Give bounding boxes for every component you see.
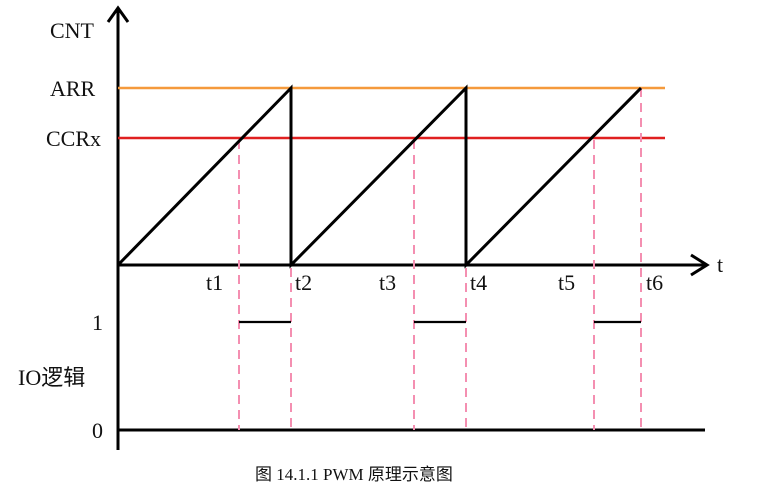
time-label-t5: t5	[558, 270, 575, 295]
figure-caption: 图 14.1.1 PWM 原理示意图	[255, 465, 453, 484]
y-axis-arrow	[106, 5, 130, 23]
time-label-t2: t2	[295, 270, 312, 295]
time-label-t4: t4	[470, 270, 487, 295]
dashed-markers	[238, 88, 642, 430]
ccr-label: CCRx	[46, 126, 101, 151]
arr-label: ARR	[50, 76, 96, 101]
level-low-label: 0	[92, 418, 103, 443]
x-axis-upper-arrow	[690, 253, 710, 277]
x-axis-label: t	[717, 252, 723, 277]
y-axis-label: CNT	[50, 18, 95, 43]
time-label-t3: t3	[379, 270, 396, 295]
time-label-t1: t1	[206, 270, 223, 295]
level-high-label: 1	[92, 310, 103, 335]
time-label-t6: t6	[646, 270, 663, 295]
io-logic-label: IO逻辑	[18, 365, 85, 390]
counter-sawtooth	[116, 84, 643, 269]
